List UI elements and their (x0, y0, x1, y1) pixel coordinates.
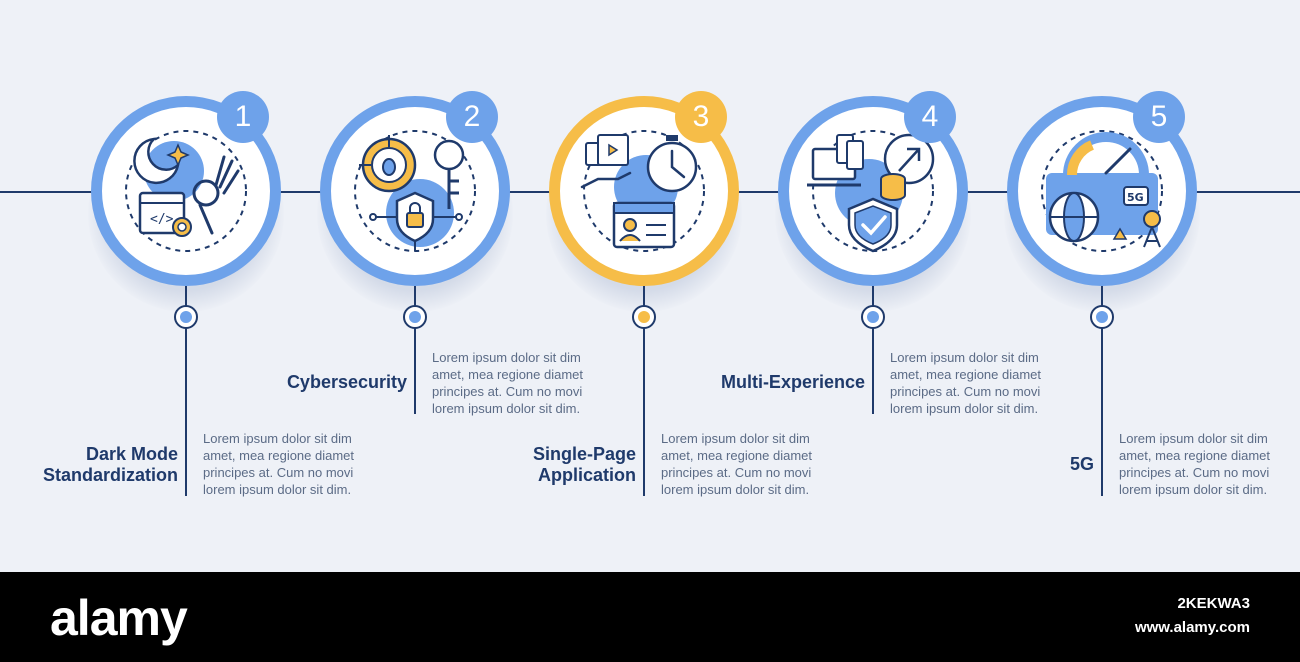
step-description: Lorem ipsum dolor sit dim amet, mea regi… (890, 350, 1042, 416)
timeline-node (174, 305, 198, 329)
step-description: Lorem ipsum dolor sit dim amet, mea regi… (661, 431, 813, 497)
connector-line (643, 286, 645, 496)
5g-label: 5G (1127, 191, 1144, 204)
step-title: Cybersecurity (286, 372, 407, 392)
step-number-badge: 1 (217, 91, 269, 143)
step-4: 4 Multi-Experience Lorem ipsum dolor sit… (721, 0, 1041, 560)
step-number-badge: 2 (446, 91, 498, 143)
step-3: 3 Single-Page Application Lorem ipsum do… (533, 0, 812, 560)
connector-line (1101, 286, 1103, 496)
timeline-node (1090, 305, 1114, 329)
step-title: Multi-Experience (720, 372, 865, 392)
cybersecurity-icon (354, 130, 476, 252)
dark-mode-icon: </> (125, 130, 247, 252)
connector-line (872, 286, 874, 414)
image-id: 2KEKWA3 (1177, 595, 1250, 612)
step-1: </> 1 Dark Mode Standardization Lorem ip… (43, 0, 354, 560)
step-title: Dark Mode Standardization (42, 444, 178, 485)
connector-line (414, 286, 416, 414)
step-description: Lorem ipsum dolor sit dim amet, mea regi… (203, 431, 355, 497)
timeline-node (632, 305, 656, 329)
step-5: 5G 5 5G Lorem ipsum dolor sit dim amet, … (992, 0, 1270, 560)
connector-line (185, 286, 187, 496)
step-description: Lorem ipsum dolor sit dim amet, mea regi… (1119, 431, 1271, 497)
single-page-app-icon (580, 130, 705, 252)
watermark-footer: alamy 2KEKWA3 www.alamy.com (0, 572, 1300, 662)
step-description: Lorem ipsum dolor sit dim amet, mea regi… (432, 350, 584, 416)
step-title: 5G (1069, 454, 1094, 474)
step-2: 2 Cybersecurity Lorem ipsum dolor sit di… (287, 0, 583, 560)
timeline-node (861, 305, 885, 329)
timeline-node (403, 305, 427, 329)
code-label: </> (150, 212, 174, 227)
step-number-badge: 3 (675, 91, 727, 143)
site-url: www.alamy.com (1134, 619, 1250, 636)
alamy-logo: alamy (50, 590, 188, 646)
step-title: Single-Page Application (532, 444, 636, 485)
step-number-badge: 4 (904, 91, 956, 143)
step-number-badge: 5 (1133, 91, 1185, 143)
5g-network-icon: 5G (1041, 130, 1163, 252)
multi-experience-icon (807, 130, 935, 253)
